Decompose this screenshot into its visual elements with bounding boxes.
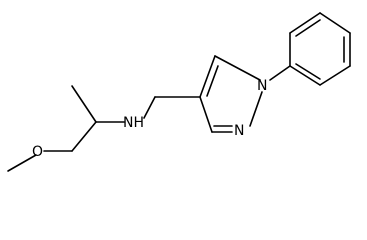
bond-ph-5-6	[319, 65, 351, 86]
atom-o: O	[32, 144, 43, 160]
bond-n1-phenyl	[269, 65, 291, 81]
bond-c4-c5	[199, 55, 216, 98]
atom-nh: NH	[123, 115, 144, 131]
bond-ph-3-4	[319, 12, 351, 34]
atom-n1: N	[257, 78, 267, 94]
bond-ph-2-3	[289, 12, 321, 34]
bond-ph-6-1	[289, 65, 321, 86]
bond-methyl-o	[7, 154, 37, 172]
bond-c4-c5-double	[206, 65, 219, 97]
atom-labels: O NH N N	[32, 78, 267, 160]
bond-c3-c4	[199, 96, 213, 133]
bond-ch-methyl	[71, 85, 97, 123]
bond-ph-double-c	[295, 63, 321, 80]
molecule-drawing: O NH N N	[7, 12, 351, 172]
atom-n2: N	[234, 123, 244, 139]
structural-formula: O NH N N	[7, 12, 351, 172]
bond-nh-ch2	[143, 96, 156, 119]
bond-c5-n1	[214, 55, 261, 81]
bond-ch2-ch	[71, 121, 97, 152]
bonds	[7, 12, 351, 172]
bond-ph-double-a	[295, 19, 321, 37]
bond-n1-n2	[249, 91, 263, 127]
